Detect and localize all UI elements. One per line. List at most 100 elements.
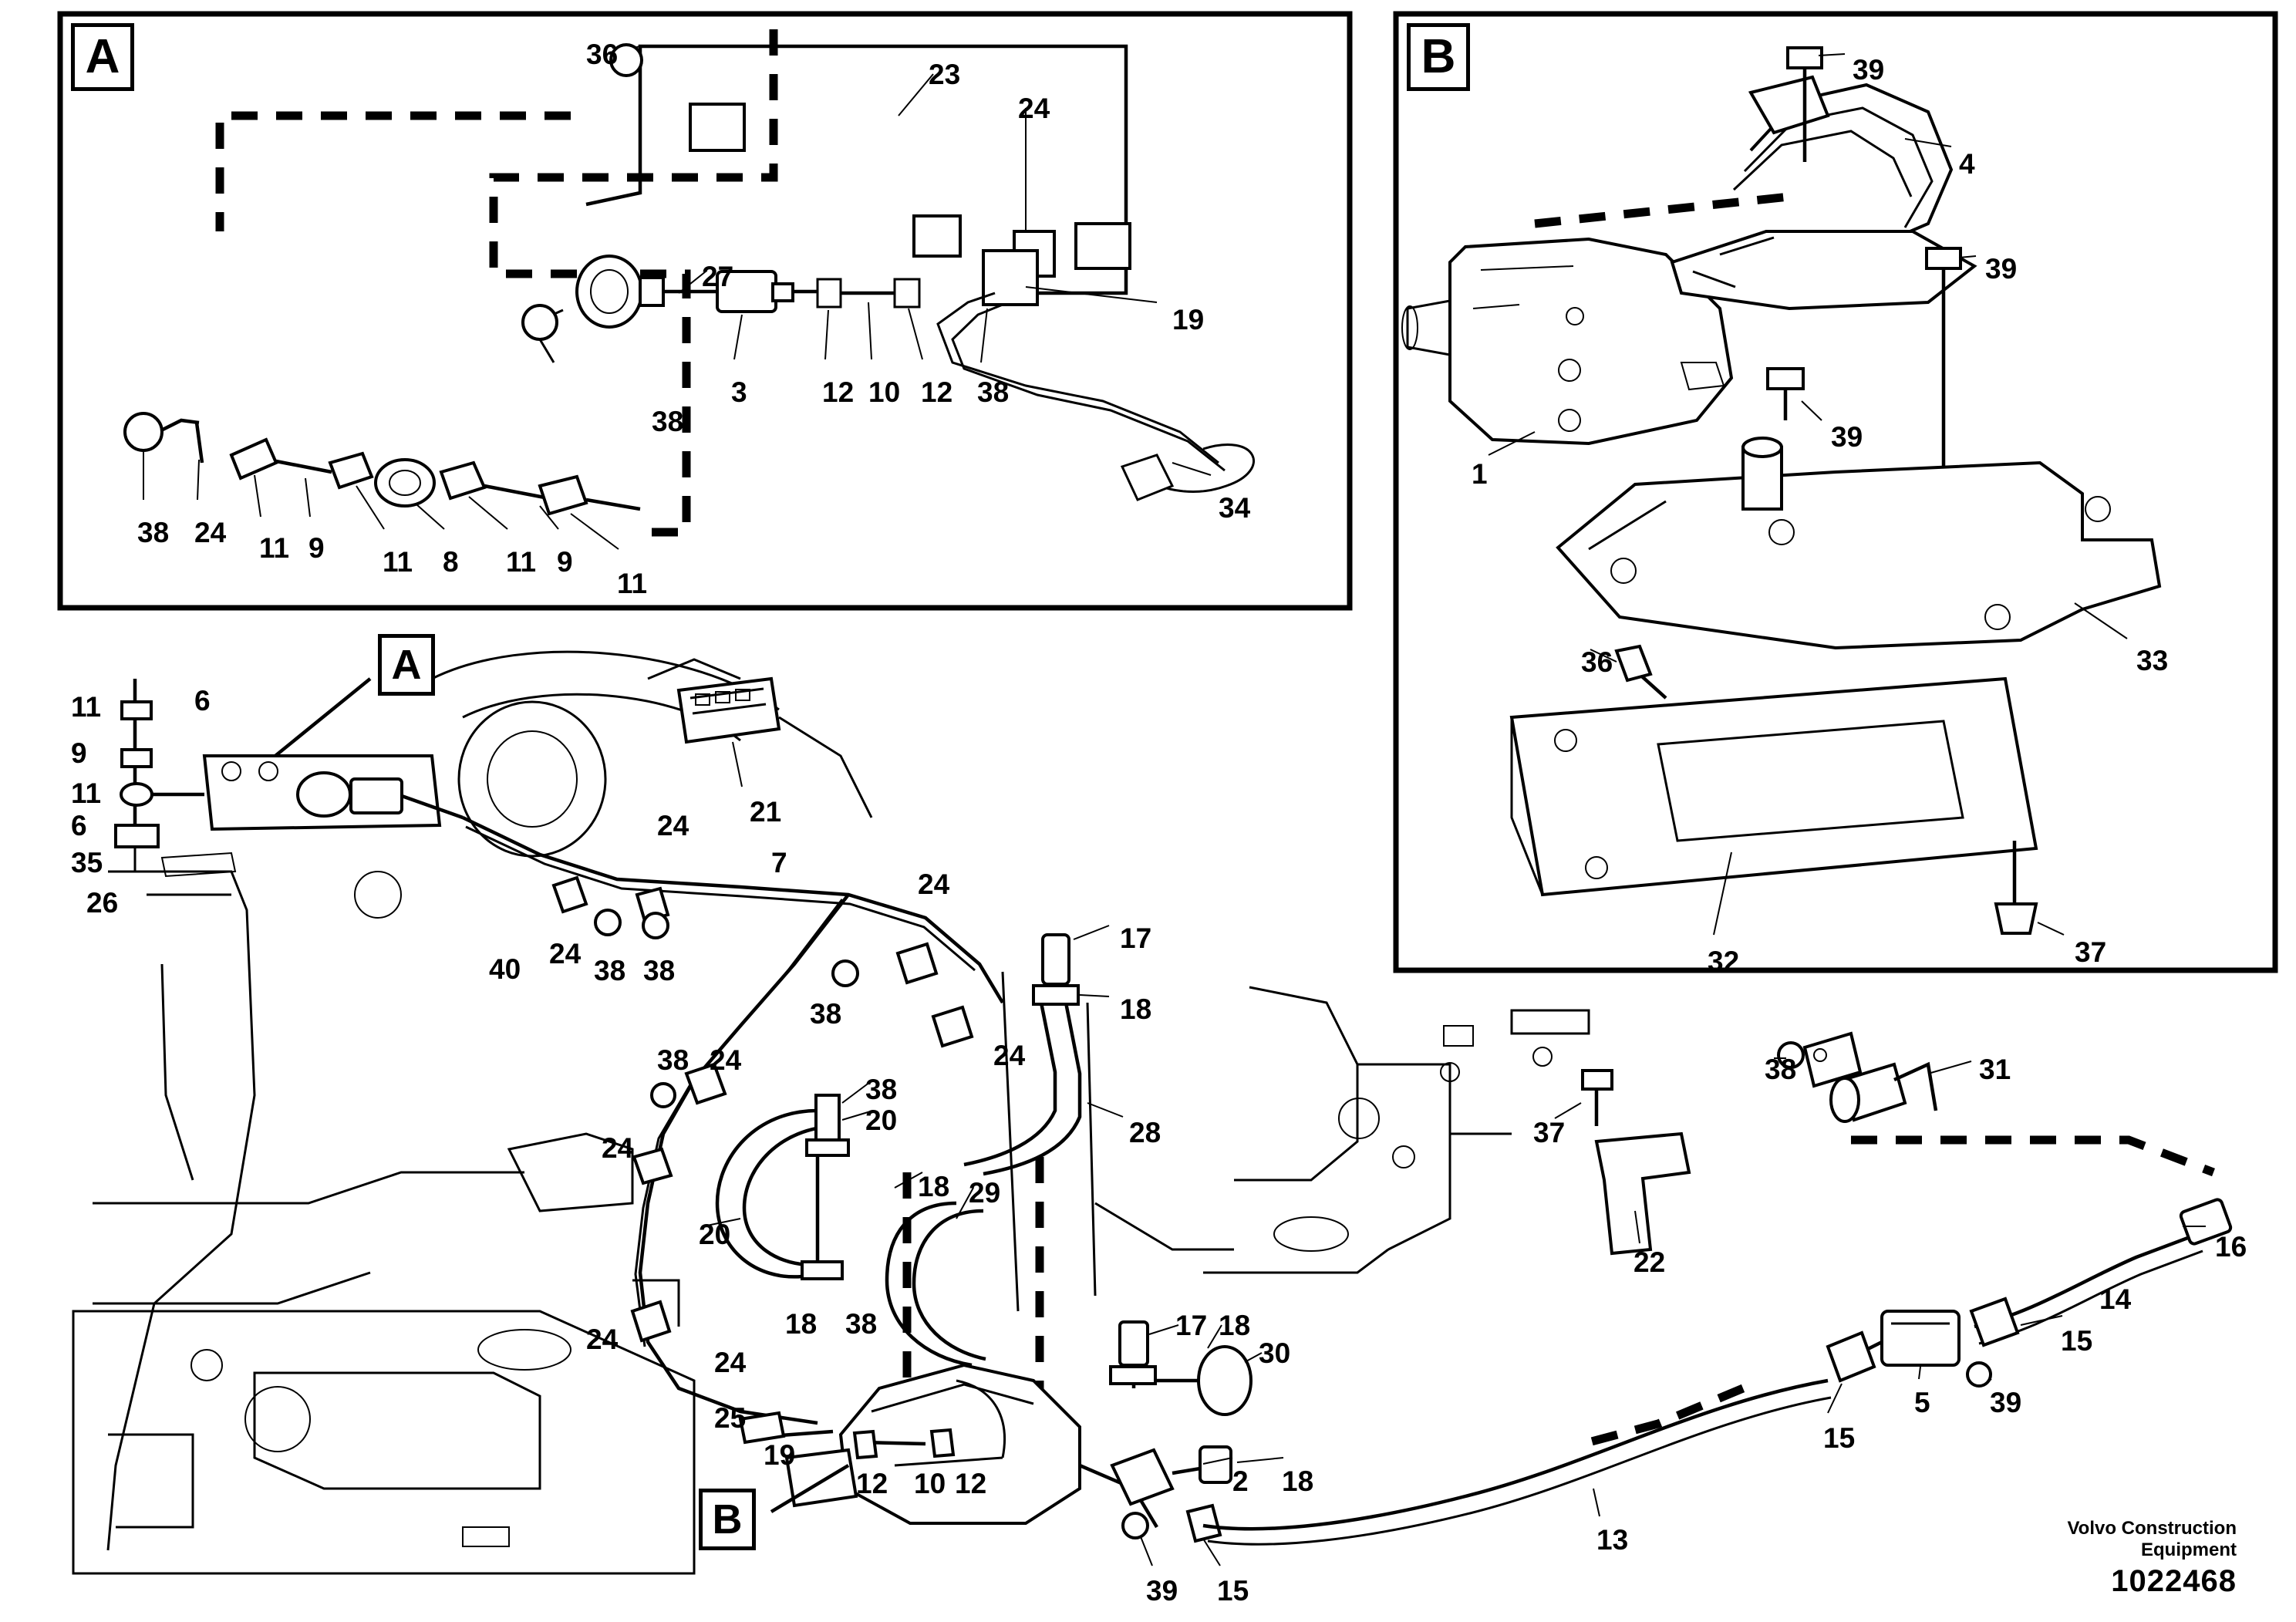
- deck-right-edge2: [1086, 1002, 1097, 1297]
- callout-12: 12: [921, 376, 953, 408]
- pump-body: [838, 1363, 1081, 1525]
- leader-39b: [1958, 255, 1977, 258]
- callout-11: 11: [71, 777, 102, 809]
- callout-21: 21: [750, 796, 782, 828]
- plate-4-slot: [1719, 236, 1775, 256]
- spacer-tube-top: [1741, 437, 1783, 458]
- callout-2: 2: [1232, 1465, 1249, 1497]
- callout-11: 11: [71, 691, 102, 723]
- callout-11: 11: [383, 546, 413, 578]
- tab-small: [462, 1526, 510, 1547]
- grommet-8: [374, 458, 436, 508]
- callout-12: 12: [955, 1468, 987, 1499]
- valve-5: [1880, 1310, 1961, 1367]
- deck-tab: [1510, 1009, 1590, 1035]
- deck-right-rail: [1203, 1248, 1389, 1274]
- panel-b-ref-leader: [770, 1464, 850, 1513]
- panel-ref-b: B: [699, 1489, 756, 1550]
- plate-32-hole2: [1585, 856, 1608, 879]
- callout-32: 32: [1708, 946, 1740, 977]
- leader-13: [1593, 1488, 1600, 1517]
- callout-35: 35: [71, 847, 103, 878]
- leader-27: [678, 271, 706, 294]
- leader-11b: [356, 485, 385, 530]
- bolt-37-b-head: [1994, 902, 2038, 935]
- deck-right-edge: [1001, 971, 1020, 1312]
- housing-1-rib1: [1480, 265, 1574, 271]
- bolt-38-b: [123, 412, 164, 452]
- frame-tab-a: [160, 851, 237, 878]
- callout-9: 9: [557, 546, 573, 578]
- deck-panel: [253, 1371, 541, 1490]
- frame-detail-2: [160, 963, 194, 1181]
- leader-1: [1488, 431, 1536, 456]
- leader-4: [1904, 138, 1952, 147]
- grommet-27-inner: [590, 269, 629, 314]
- hose-end-left: [157, 418, 200, 434]
- harness-tail: [936, 292, 1219, 464]
- leader-18a: [1079, 994, 1110, 997]
- fitting-20-a: [814, 1094, 841, 1145]
- callout-15: 15: [2061, 1325, 2093, 1357]
- callout-28: 28: [1129, 1117, 1161, 1148]
- callout-33: 33: [2136, 645, 2169, 676]
- leader-20b: [703, 1218, 741, 1227]
- leader-19: [1025, 286, 1158, 303]
- fitting-16: [2179, 1198, 2233, 1246]
- callout-24: 24: [714, 1347, 747, 1378]
- deck-right-panel2: [1357, 1063, 1451, 1251]
- callout-15: 15: [1823, 1422, 1856, 1454]
- clamp-11-b: [328, 451, 374, 490]
- harness-7: [462, 815, 1004, 1004]
- connector-34: [1120, 454, 1175, 501]
- callout-11: 11: [259, 532, 290, 564]
- washer-35: [120, 782, 153, 807]
- callout-29: 29: [969, 1177, 1001, 1209]
- deck-right-rail2: [1094, 1202, 1234, 1251]
- callout-15: 15: [1217, 1575, 1249, 1607]
- callout-24: 24: [586, 1324, 619, 1355]
- leader-29: [956, 1187, 974, 1219]
- callout-24: 24: [194, 517, 227, 548]
- callout-20: 20: [865, 1104, 898, 1136]
- hose-28: [963, 1002, 1057, 1167]
- callout-40: 40: [489, 953, 521, 985]
- misc-a: [632, 1279, 680, 1327]
- grommet-27: [575, 255, 643, 329]
- leader-39a: [1818, 53, 1846, 56]
- valve-2: [1110, 1448, 1175, 1506]
- callout-17: 17: [1120, 922, 1152, 954]
- leader-2: [1202, 1457, 1233, 1465]
- bolt-39-m: [1121, 1512, 1149, 1539]
- callout-10: 10: [914, 1468, 946, 1499]
- leader-15m: [1202, 1538, 1221, 1566]
- frame-mid: [93, 1171, 524, 1205]
- leader-17m: [1148, 1324, 1179, 1335]
- callout-24: 24: [918, 868, 950, 900]
- callout-3: 3: [731, 376, 747, 408]
- callout-18: 18: [785, 1308, 818, 1340]
- callout-16: 16: [2215, 1231, 2247, 1263]
- hose-20-b: [742, 1124, 838, 1267]
- leader-24b: [197, 459, 200, 501]
- callout-13: 13: [1596, 1524, 1629, 1556]
- bolt-39-c-head: [1766, 367, 1805, 390]
- part-number: 1022468: [2111, 1564, 2237, 1598]
- plate-4-base: [1670, 230, 1977, 311]
- harness-7b: [465, 825, 976, 972]
- leader-18m: [1207, 1324, 1222, 1349]
- plate-4-slot2: [1692, 270, 1736, 288]
- callout-38: 38: [643, 955, 676, 986]
- pump-detail3: [956, 1379, 1006, 1458]
- leader-28: [1087, 1102, 1124, 1118]
- c21-pin3: [735, 689, 750, 701]
- inline-rod-right: [401, 794, 464, 820]
- washer-18-m: [1109, 1365, 1157, 1385]
- leader-9b: [539, 505, 559, 530]
- connector-block-3: [1074, 222, 1131, 270]
- leader-12a: [824, 309, 829, 360]
- dashed-right: [1851, 1135, 2215, 1177]
- pump-detail1: [871, 1383, 1034, 1413]
